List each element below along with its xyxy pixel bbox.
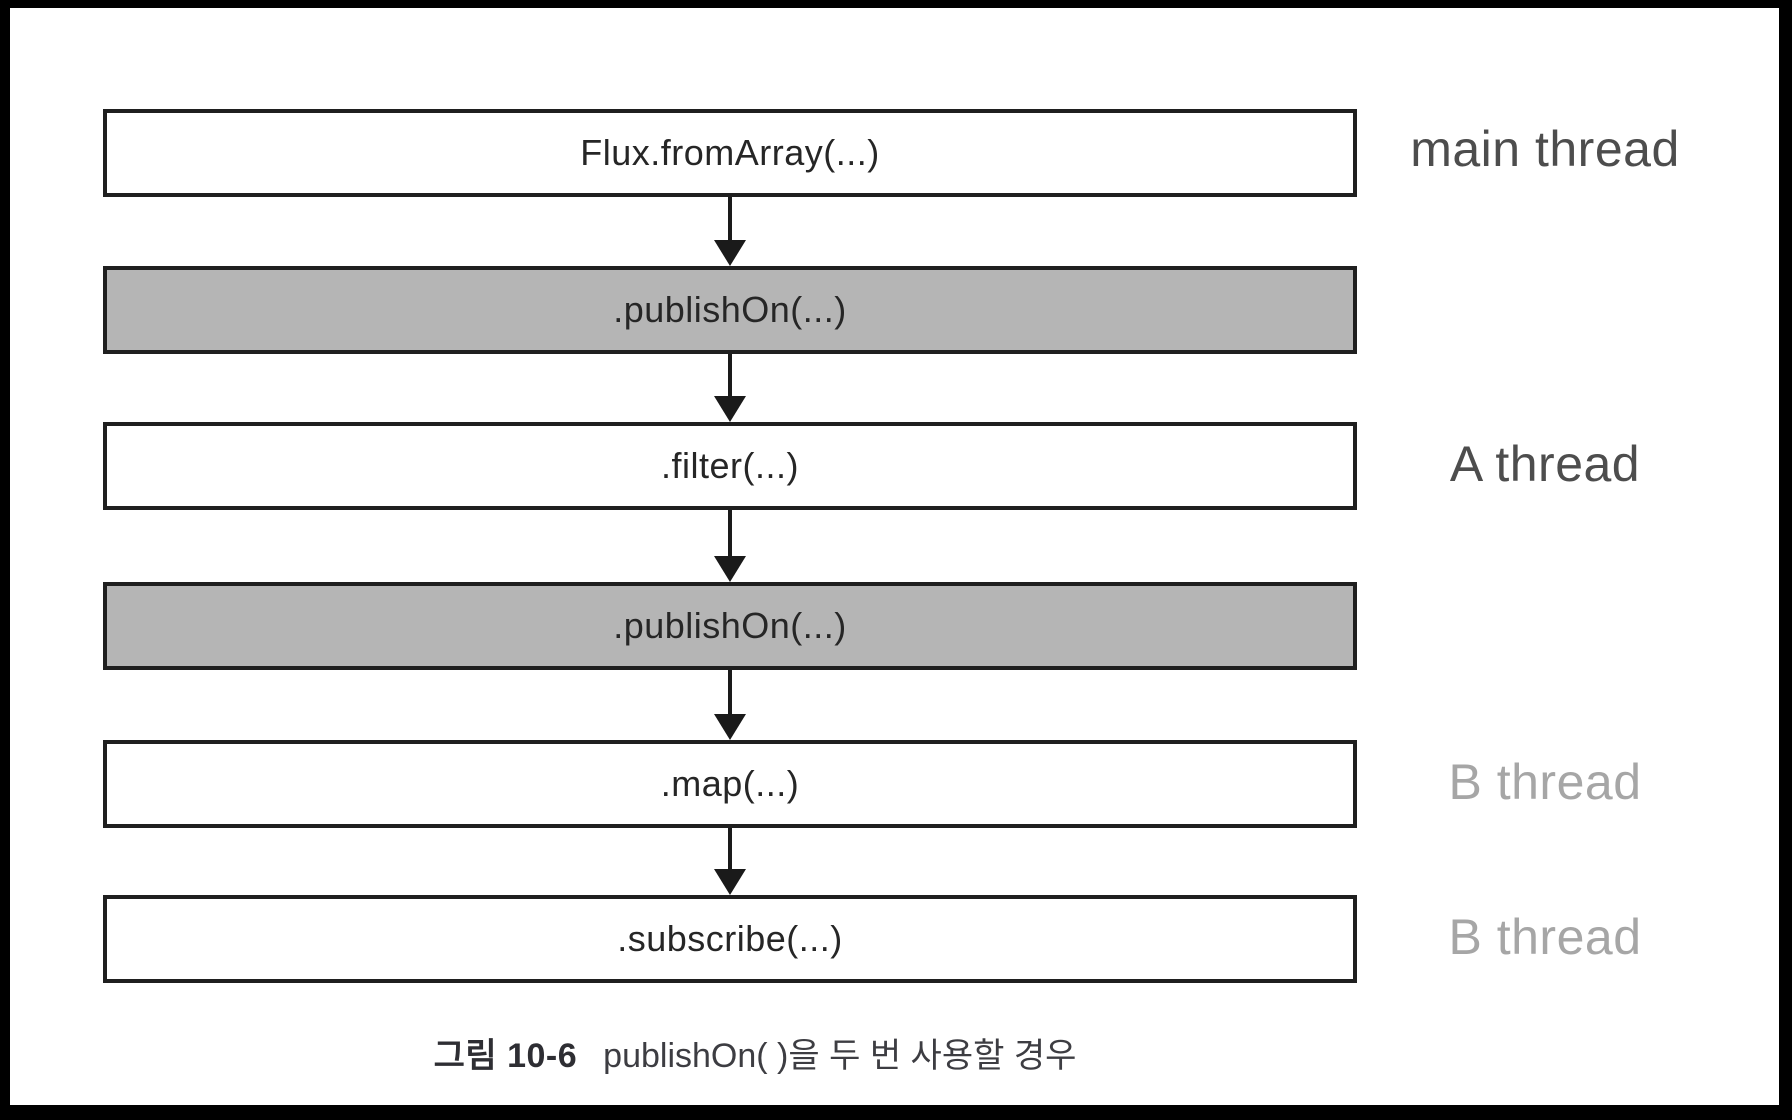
arrow-shaft	[728, 828, 732, 879]
down-arrow-2	[714, 354, 746, 422]
arrowhead-down-icon	[714, 556, 746, 582]
node-flux-fromarray: Flux.fromArray(...)	[103, 109, 1357, 197]
figure-caption: 그림 10-6 publishOn( )을 두 번 사용할 경우	[110, 1028, 1400, 1077]
thread-label-b-subscribe: B thread	[1448, 909, 1642, 965]
figure-caption-text: publishOn( )을 두 번 사용할 경우	[603, 1037, 1077, 1075]
node-label: .map(...)	[660, 763, 800, 804]
down-arrow-1	[714, 197, 746, 266]
node-label: .publishOn(...)	[613, 289, 847, 330]
arrow-shaft	[728, 510, 732, 566]
figure-number: 그림 10-6	[433, 1037, 578, 1075]
arrowhead-down-icon	[714, 396, 746, 422]
node-label: Flux.fromArray(...)	[580, 132, 880, 173]
thread-label-main: main thread	[1410, 121, 1680, 177]
arrow-shaft	[728, 670, 732, 724]
arrowhead-down-icon	[714, 240, 746, 266]
down-arrow-4	[714, 670, 746, 740]
node-map: .map(...)	[103, 740, 1357, 828]
node-publishon-2: .publishOn(...)	[103, 582, 1357, 670]
down-arrow-5	[714, 828, 746, 895]
arrow-shaft	[728, 197, 732, 250]
arrowhead-down-icon	[714, 714, 746, 740]
thread-label-a: A thread	[1449, 436, 1641, 492]
down-arrow-3	[714, 510, 746, 582]
node-publishon-1: .publishOn(...)	[103, 266, 1357, 354]
node-label: .filter(...)	[661, 445, 799, 486]
node-label: .subscribe(...)	[617, 918, 843, 959]
thread-label-b-map: B thread	[1448, 754, 1642, 810]
node-filter: .filter(...)	[103, 422, 1357, 510]
figure-panel: Flux.fromArray(...) .publishOn(...) .fil…	[10, 8, 1779, 1105]
arrowhead-down-icon	[714, 869, 746, 895]
node-subscribe: .subscribe(...)	[103, 895, 1357, 983]
node-label: .publishOn(...)	[613, 605, 847, 646]
arrow-shaft	[728, 354, 732, 406]
